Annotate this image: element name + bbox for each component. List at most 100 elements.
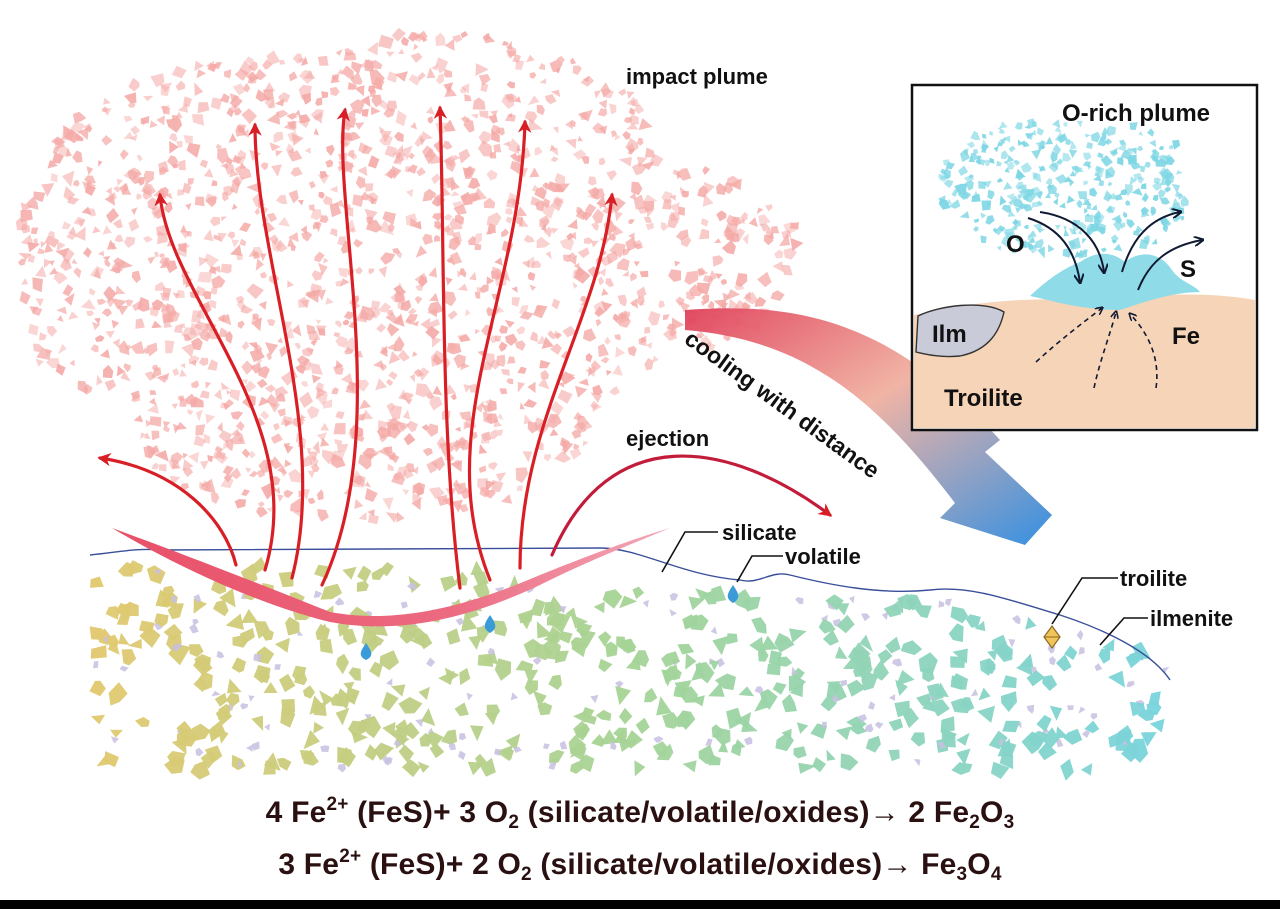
fragment [406, 420, 418, 433]
fragment [171, 737, 187, 755]
fragment [631, 162, 647, 176]
fragment [505, 208, 514, 215]
fragment [114, 234, 124, 243]
fragment [475, 63, 489, 76]
fragment [783, 247, 797, 260]
fragment [371, 94, 383, 108]
fragment [556, 55, 565, 65]
fragment [198, 357, 209, 366]
fragment [394, 131, 404, 142]
fragment [260, 162, 269, 171]
fragment [72, 179, 80, 187]
fragment [463, 384, 472, 393]
fragment [106, 634, 119, 648]
fragment [1090, 713, 1098, 720]
fragment [48, 267, 58, 275]
fragment [203, 168, 214, 178]
fragment [198, 671, 213, 691]
fragment [688, 596, 705, 611]
fragment [684, 270, 699, 285]
fragment [840, 753, 859, 771]
fragment [734, 711, 752, 729]
fragment [270, 456, 283, 470]
fragment [573, 443, 580, 450]
fragment [515, 206, 528, 217]
fragment [1068, 241, 1077, 249]
fragment [400, 722, 420, 740]
fragment [407, 32, 418, 42]
fragment [335, 707, 350, 726]
fragment [635, 717, 650, 735]
fragment [531, 184, 539, 192]
fragment [913, 759, 921, 767]
fragment [193, 434, 206, 447]
fragment [705, 738, 713, 746]
fragment [315, 387, 328, 400]
fragment [410, 635, 425, 648]
fragment [1037, 127, 1045, 136]
fragment [123, 363, 131, 373]
fragment [698, 228, 710, 240]
fragment [660, 222, 668, 232]
fragment [1169, 144, 1174, 150]
fragment [1144, 161, 1151, 168]
fragment [1102, 638, 1115, 652]
fragment [194, 196, 205, 207]
fragment [344, 347, 354, 355]
fragment [578, 378, 589, 386]
fragment [543, 454, 552, 462]
fragment [157, 231, 168, 245]
fragment [402, 409, 411, 420]
fragment [364, 488, 378, 502]
fragment [329, 450, 346, 462]
fragment [140, 432, 147, 440]
fragment [231, 203, 238, 210]
fragment [494, 257, 503, 266]
fragment [997, 646, 1013, 660]
fragment [384, 145, 397, 158]
fragment [217, 232, 227, 243]
fragment [417, 761, 430, 773]
fragment [306, 405, 320, 419]
fragment [313, 590, 323, 598]
fragment [585, 203, 597, 216]
fragment [1150, 210, 1157, 216]
fragment [1012, 195, 1019, 201]
fragment [32, 306, 43, 316]
fragment [468, 236, 476, 245]
fragment [218, 430, 232, 444]
fragment [83, 247, 92, 258]
fragment [1050, 150, 1058, 163]
fragment [1092, 175, 1102, 182]
fragment [720, 301, 728, 309]
fragment [1093, 211, 1105, 223]
fragment [515, 660, 534, 672]
fragment [294, 109, 301, 116]
fragment [510, 692, 519, 701]
fragment [386, 168, 396, 179]
fragment [277, 337, 284, 344]
fragment [577, 247, 590, 259]
fragment [590, 400, 600, 410]
fragment [550, 197, 564, 212]
fragment [1032, 172, 1042, 183]
fragment [322, 399, 333, 409]
fragment [993, 145, 999, 153]
fragment [41, 183, 55, 197]
fragment [1095, 165, 1102, 173]
fragment [412, 492, 423, 504]
fragment [183, 135, 193, 144]
fragment [352, 194, 364, 207]
fragment [595, 709, 612, 721]
fragment [147, 403, 159, 414]
fragment [1049, 160, 1060, 170]
fragment [151, 364, 159, 372]
fragment [436, 73, 444, 85]
fragment [538, 376, 550, 390]
fragment [313, 721, 324, 734]
fragment [720, 279, 727, 286]
fragment [197, 272, 213, 283]
fragment [49, 260, 55, 267]
fragment [1125, 653, 1140, 669]
fragment [53, 270, 68, 285]
